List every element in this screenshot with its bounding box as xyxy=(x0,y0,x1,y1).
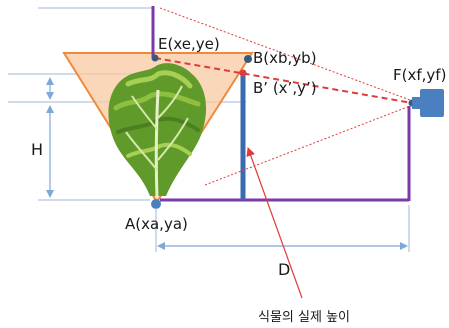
point-b-prime-marker xyxy=(239,69,247,77)
point-b-marker xyxy=(244,55,252,63)
point-e-marker xyxy=(151,54,159,62)
point-e-label: E(xe,ye) xyxy=(158,35,220,53)
point-b-label: B(xb,yb) xyxy=(253,49,317,67)
camera-icon xyxy=(412,89,444,117)
purple-frame xyxy=(151,6,411,202)
point-a-marker xyxy=(151,199,161,209)
height-label: H xyxy=(31,140,43,159)
sight-line-top xyxy=(159,7,411,101)
caption-label: 식물의 실제 높이 xyxy=(258,310,350,325)
sight-line-bottom xyxy=(204,105,411,186)
sight-lines xyxy=(159,7,411,186)
sight-line-e-to-f xyxy=(154,57,413,104)
caption-pointer-arrow xyxy=(246,147,303,299)
point-a-label: A(xa,ya) xyxy=(125,215,188,233)
distance-dimension xyxy=(155,205,410,252)
distance-label: D xyxy=(278,260,290,279)
point-b-prime-label: B’ (x’,y’) xyxy=(253,79,317,97)
lettuce-plant-icon xyxy=(108,63,207,199)
point-f-label: F(xf,yf) xyxy=(393,66,446,84)
